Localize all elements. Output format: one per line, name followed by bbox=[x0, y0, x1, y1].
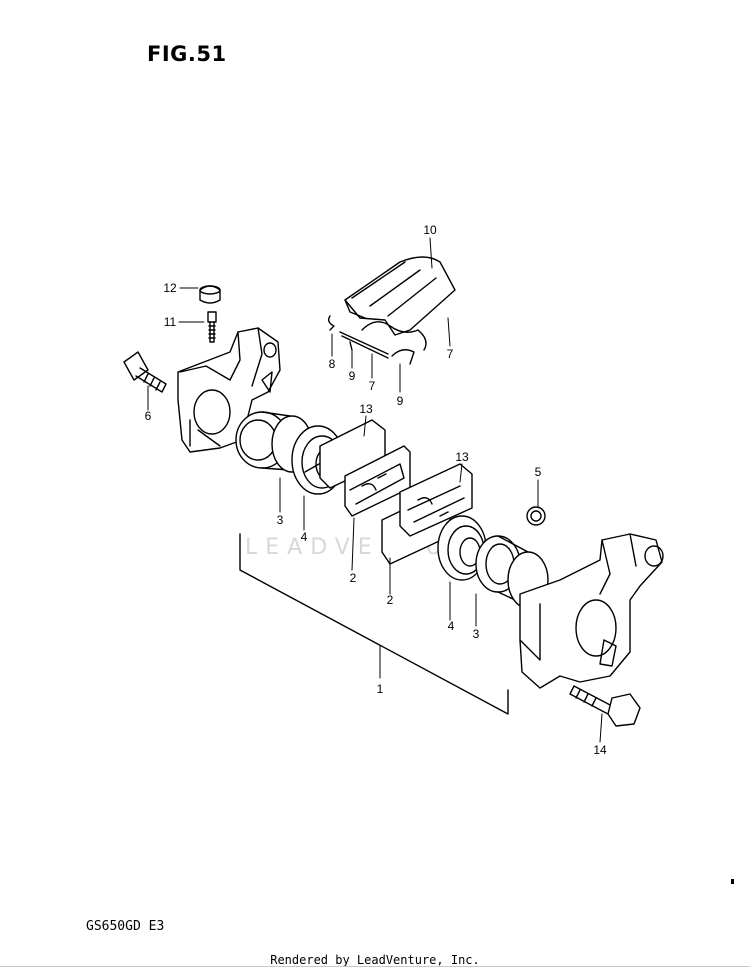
callout-leaders bbox=[147, 237, 603, 743]
callout-2b: 2 bbox=[387, 593, 394, 607]
callout-4b: 4 bbox=[448, 619, 455, 633]
model-code: GS650GD E3 bbox=[86, 919, 165, 934]
pin-clip-part bbox=[327, 315, 353, 351]
callout-12: 12 bbox=[163, 281, 177, 295]
mounting-bolt-lower-part bbox=[569, 685, 641, 727]
callout-3a: 3 bbox=[277, 513, 284, 527]
callout-11: 11 bbox=[164, 315, 177, 329]
footer-divider bbox=[0, 966, 750, 967]
callout-1: 1 bbox=[377, 682, 384, 696]
callout-3b: 3 bbox=[473, 627, 480, 641]
print-speck bbox=[731, 879, 734, 884]
callout-14: 14 bbox=[593, 743, 607, 757]
mounting-bolt-upper-part bbox=[123, 351, 167, 393]
callout-4a: 4 bbox=[301, 530, 308, 544]
callout-8: 8 bbox=[329, 357, 336, 371]
pad-cover-part bbox=[344, 256, 456, 336]
cap-part bbox=[199, 285, 221, 304]
figure-title: FIG.51 bbox=[147, 42, 227, 66]
caliper-half-right bbox=[519, 533, 664, 689]
callout-10: 10 bbox=[423, 223, 437, 237]
washer-part bbox=[526, 506, 546, 526]
brake-pad-left-part bbox=[319, 419, 411, 517]
callout-13a: 13 bbox=[359, 402, 373, 416]
footer-credit: Rendered by LeadVenture, Inc. bbox=[270, 953, 480, 967]
caliper-half-left bbox=[177, 327, 281, 453]
callout-6: 6 bbox=[145, 409, 152, 423]
pad-pin-part bbox=[339, 331, 389, 359]
callout-5: 5 bbox=[535, 465, 542, 479]
bleeder-screw-part bbox=[207, 311, 217, 343]
callout-2a: 2 bbox=[350, 571, 357, 585]
callout-9b: 9 bbox=[397, 394, 404, 408]
caliper-assembly-bracket bbox=[239, 533, 509, 715]
callout-9a: 9 bbox=[349, 369, 356, 383]
callout-7a: 7 bbox=[369, 379, 376, 393]
piston-left-part bbox=[235, 411, 313, 473]
pad-spring-part bbox=[361, 321, 427, 365]
callout-7b: 7 bbox=[447, 347, 454, 361]
callout-13b: 13 bbox=[455, 450, 469, 464]
brake-pad-right-part bbox=[381, 463, 473, 565]
